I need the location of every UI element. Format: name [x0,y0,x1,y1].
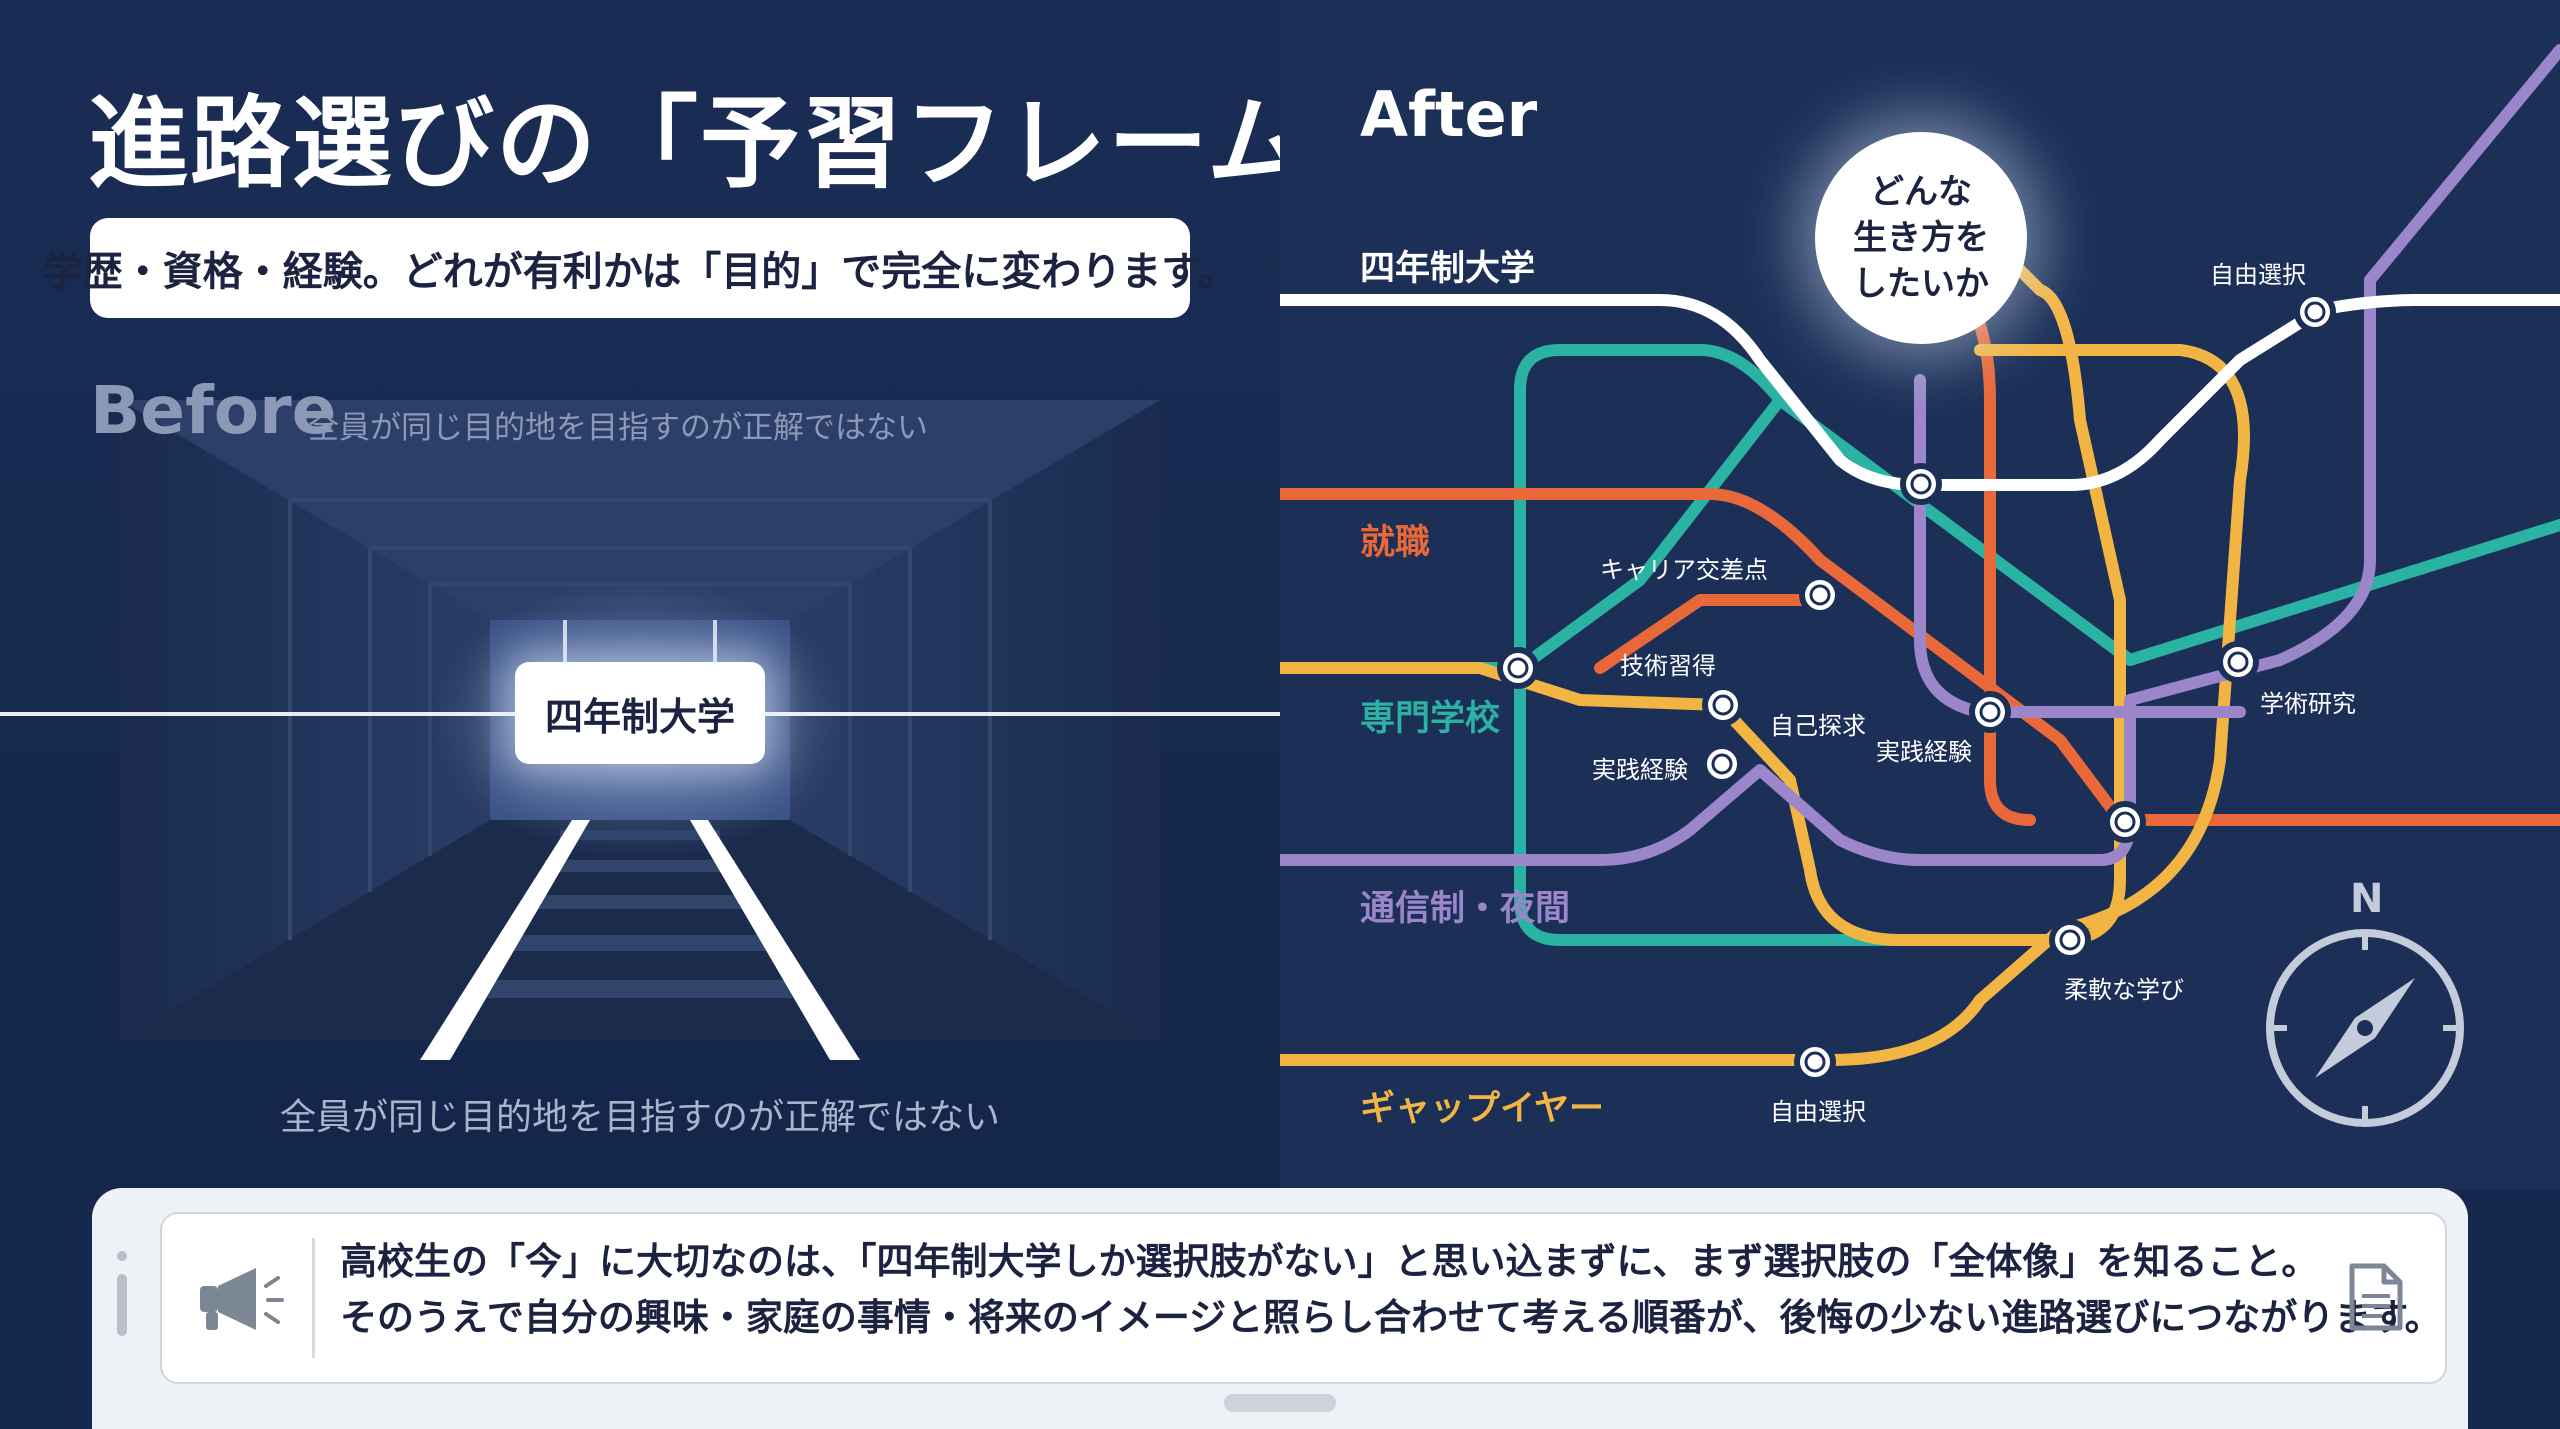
center-question-bubble: どんな生き方をしたいか [1815,132,2027,344]
line-label-tsushin: 通信制・夜間 [1360,889,1571,929]
megaphone-icon [200,1268,284,1330]
before-panel: 進路選びの「予習フレーム」 学歴・資格・経験。どれが有利かは「目的」で完全に変わ… [0,0,1409,1190]
station-label: 実践経験 [1592,756,1688,784]
station-gijutsu [1702,684,1744,726]
before-label: Before [90,372,337,449]
station-label: 実践経験 [1876,738,1972,766]
compass-icon [2266,929,2464,1127]
caption-divider [312,1238,315,1358]
line-orange [1280,488,2560,826]
caption-line-2: そのうえで自分の興味・家庭の事情・将来のイメージと照らし合わせて考える順番が、後… [340,1296,2442,1339]
station-junan [2049,919,2091,961]
station-label: 柔軟な学び [2064,976,2184,1004]
drag-handle[interactable] [1224,1394,1336,1412]
line-yellow-south [1280,344,2250,1066]
station-jiko [1969,691,2011,733]
line-yellow [1280,244,2126,946]
route-map [1280,44,2560,1127]
compass-north-label: N [2350,876,2384,922]
station-jiyu-1 [2294,291,2336,333]
caption-panel: 高校生の「今」に大切なのは、「四年制大学しか選択肢がない」と思い込まずに、まず選… [92,1188,2468,1429]
station-label: 自由選択 [2210,261,2306,289]
station-east [2104,801,2146,843]
station-gakujutsu [2217,641,2259,683]
before-subtitle: 全員が同じ目的地を目指すのが正解ではない [308,410,928,446]
tunnel-illustration [0,400,1280,1060]
line-label-university: 四年制大学 [1360,249,1536,289]
after-label: After [1360,78,1538,151]
bubble-text: どんな生き方をしたいか [1853,172,1989,304]
line-white [1280,294,2560,491]
caption-card: 高校生の「今」に大切なのは、「四年制大学しか選択肢がない」と思い込まずに、まず選… [160,1212,2447,1384]
station-jiyu-2 [1794,1041,1836,1083]
station-jikken-1 [1701,743,1743,785]
caption-line-1: 高校生の「今」に大切なのは、「四年制大学しか選択肢がない」と思い込まずに、まず選… [340,1240,2319,1283]
station-label: 技術習得 [1620,652,1716,680]
subtitle-banner: 学歴・資格・経験。どれが有利かは「目的」で完全に変わります。 [43,218,1237,318]
station-label: キャリア交差点 [1600,556,1768,584]
station-white-hub [1900,463,1942,505]
document-icon[interactable] [2348,1262,2404,1332]
station-label: 自己探求 [1770,712,1866,740]
destination-sign: 四年制大学 [515,662,765,764]
line-label-shushoku: 就職 [1360,523,1431,563]
station-label: 学術研究 [2260,690,2356,718]
subtitle-text: 学歴・資格・経験。どれが有利かは「目的」で完全に変わります。 [42,249,1238,295]
line-teal-loop [1514,344,2066,946]
line-purple [1280,44,2560,866]
caption-text: 高校生の「今」に大切なのは、「四年制大学しか選択肢がない」と思い込まずに、まず選… [340,1234,2442,1346]
station-label: 自由選択 [1770,1098,1866,1126]
line-orange-branch [1594,594,1826,674]
line-label-gapyear: ギャップイヤー [1360,1089,1604,1129]
page-title: 進路選びの「予習フレーム」 [88,85,1411,202]
before-caption: 全員が同じ目的地を目指すのが正解ではない [279,1097,1000,1138]
station-senmon [1497,647,1539,689]
panel-side-handle-icon [117,1251,127,1336]
station-career [1799,574,1841,616]
line-label-senmon: 専門学校 [1360,699,1501,739]
